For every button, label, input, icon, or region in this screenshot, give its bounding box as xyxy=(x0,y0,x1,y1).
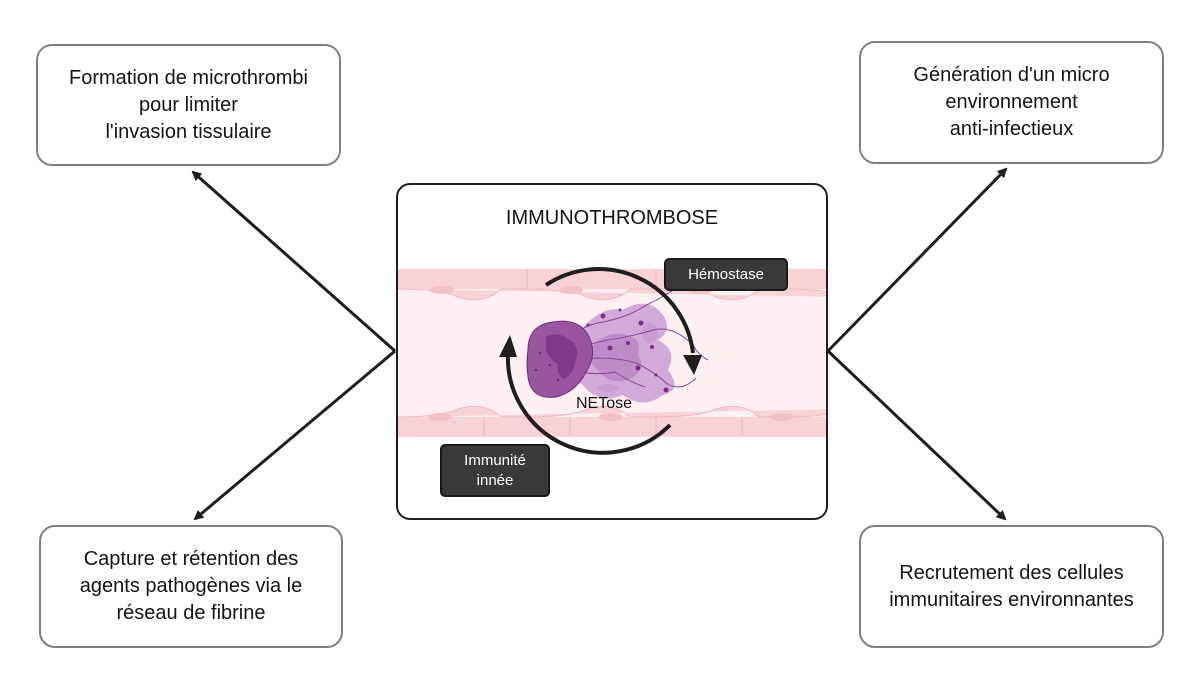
cycle-arrowhead-left xyxy=(499,335,517,357)
immunothrombose-panel: IMMUNOTHROMBOSE Hémostase Immunité innée… xyxy=(396,183,828,520)
neutrophil-cell xyxy=(526,320,594,398)
arrow-to-top-right xyxy=(826,167,1008,353)
cycle-arrowhead-right xyxy=(683,355,702,375)
cycle-arrow-hemostase xyxy=(544,267,695,354)
vessel-wall-bottom xyxy=(398,405,826,437)
net-cloud xyxy=(555,286,709,403)
panel-title: IMMUNOTHROMBOSE xyxy=(505,207,719,229)
arrow-to-top-left xyxy=(191,170,396,353)
outcome-microthrombi: Formation de microthrombi pour limiter l… xyxy=(36,44,341,166)
cycle-arrow-immunite xyxy=(505,352,672,455)
outcome-pathogen-capture: Capture et rétention des agents pathogèn… xyxy=(39,525,343,648)
arrow-to-bottom-left xyxy=(193,349,396,521)
cycle-arrows xyxy=(505,267,695,455)
netose-label: NETose xyxy=(576,395,633,412)
tag-hemostase: Hémostase xyxy=(664,258,788,291)
tag-immunite-innee: Immunité innée xyxy=(440,444,550,497)
outcome-immune-recruitment: Recrutement des cellules immunitaires en… xyxy=(859,525,1164,648)
outcome-anti-infectious: Génération d'un micro environnement anti… xyxy=(859,41,1164,164)
arrow-to-bottom-right xyxy=(826,349,1007,521)
